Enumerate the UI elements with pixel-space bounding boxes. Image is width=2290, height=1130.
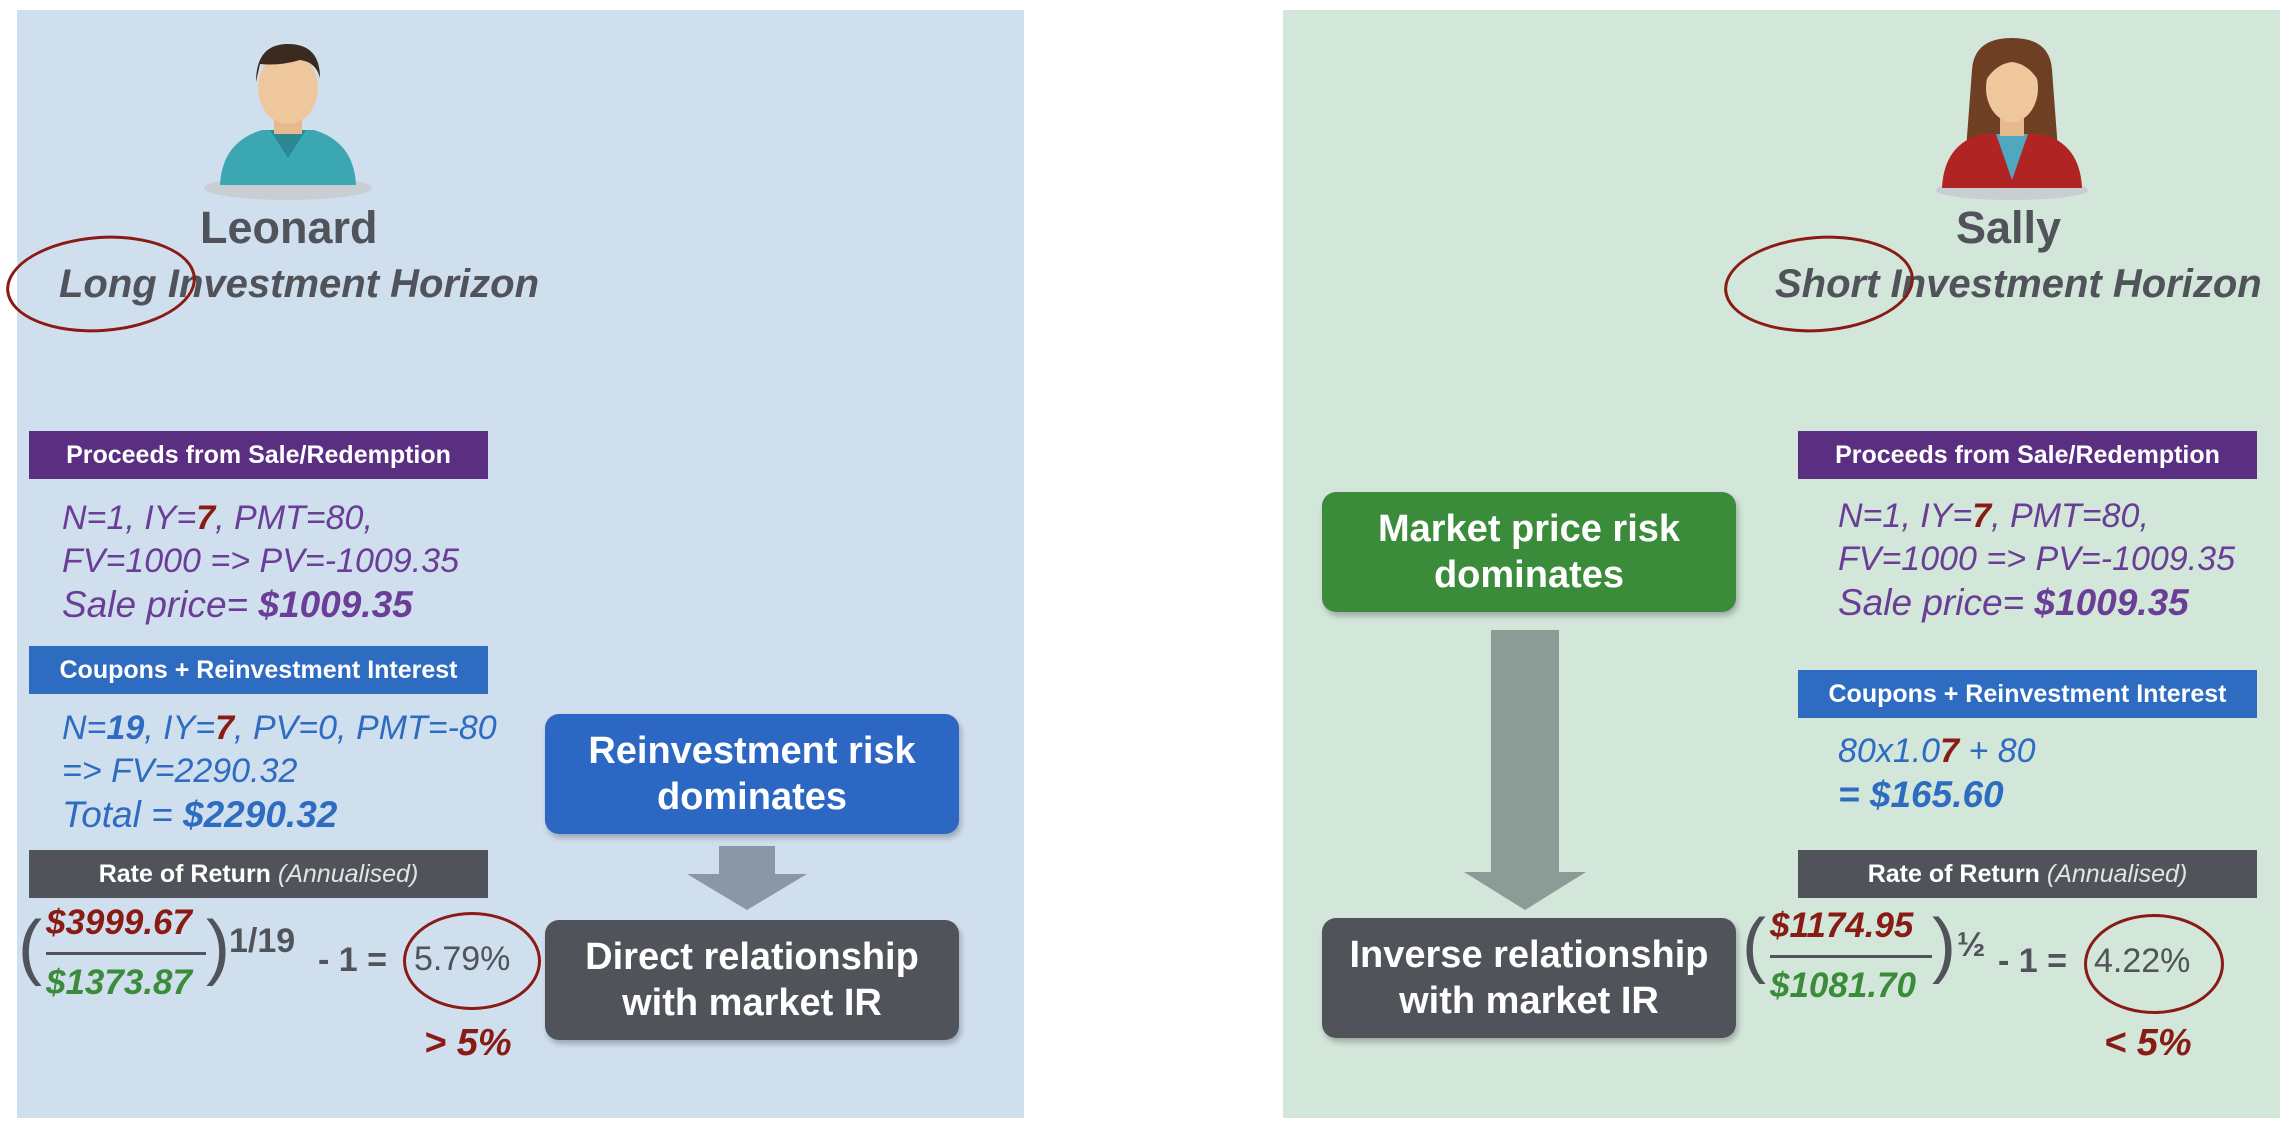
market-price-risk-box: Market price risk dominates <box>1322 492 1736 612</box>
result-circle-right <box>2084 914 2224 1014</box>
investor-name-left: Leonard <box>200 202 378 253</box>
proceeds-header-right: Proceeds from Sale/Redemption <box>1798 431 2257 479</box>
proceeds-header-left: Proceeds from Sale/Redemption <box>29 431 488 479</box>
fraction-bar-right <box>1770 955 1932 958</box>
coupons-header-right: Coupons + Reinvestment Interest <box>1798 670 2257 718</box>
fraction-bar-left <box>46 952 206 955</box>
return-header-left: Rate of Return (Annualised) <box>29 850 488 898</box>
coupons-calc-left: N=19, IY=7, PV=0, PMT=-80 => FV=2290.32 … <box>62 709 497 835</box>
investor-name-right: Sally <box>1956 202 2062 253</box>
paren-close-right: ) <box>1932 905 1956 985</box>
down-arrow-icon <box>1464 630 1586 910</box>
proceeds-calc-right: N=1, IY=7, PMT=80, FV=1000 => PV=-1009.3… <box>1838 497 2235 623</box>
return-denominator-left: $1373.87 <box>46 963 192 1002</box>
return-exponent-right: ½ <box>1957 926 1986 964</box>
down-arrow-icon <box>687 846 807 910</box>
horizon-left: Long Investment Horizon <box>59 262 539 306</box>
comparison-right: < 5% <box>2104 1022 2192 1064</box>
comparison-left: > 5% <box>424 1022 512 1064</box>
coupons-calc-right: 80x1.07 + 80 = $165.60 <box>1838 732 2036 815</box>
reinvestment-risk-box: Reinvestment risk dominates <box>545 714 959 834</box>
coupons-header-left: Coupons + Reinvestment Interest <box>29 646 488 694</box>
paren-close-left: ) <box>206 907 230 987</box>
female-avatar-icon <box>1936 38 2088 200</box>
return-denominator-right: $1081.70 <box>1770 966 1916 1005</box>
paren-open-right: ( <box>1742 905 1766 985</box>
proceeds-calc-left: N=1, IY=7, PMT=80, FV=1000 => PV=-1009.3… <box>62 499 459 625</box>
minus-one-right: - 1 = <box>1998 942 2067 980</box>
return-numerator-left: $3999.67 <box>46 903 192 942</box>
paren-open-left: ( <box>18 907 42 987</box>
minus-one-left: - 1 = <box>318 941 387 979</box>
return-exponent-left: 1/19 <box>229 922 296 960</box>
male-avatar-icon <box>204 44 372 200</box>
inverse-relationship-box: Inverse relationship with market IR <box>1322 918 1736 1038</box>
horizon-right: Short Investment Horizon <box>1775 262 2262 306</box>
result-circle-left <box>403 912 541 1010</box>
return-numerator-right: $1174.95 <box>1770 906 1914 945</box>
return-header-right: Rate of Return (Annualised) <box>1798 850 2257 898</box>
direct-relationship-box: Direct relationship with market IR <box>545 920 959 1040</box>
